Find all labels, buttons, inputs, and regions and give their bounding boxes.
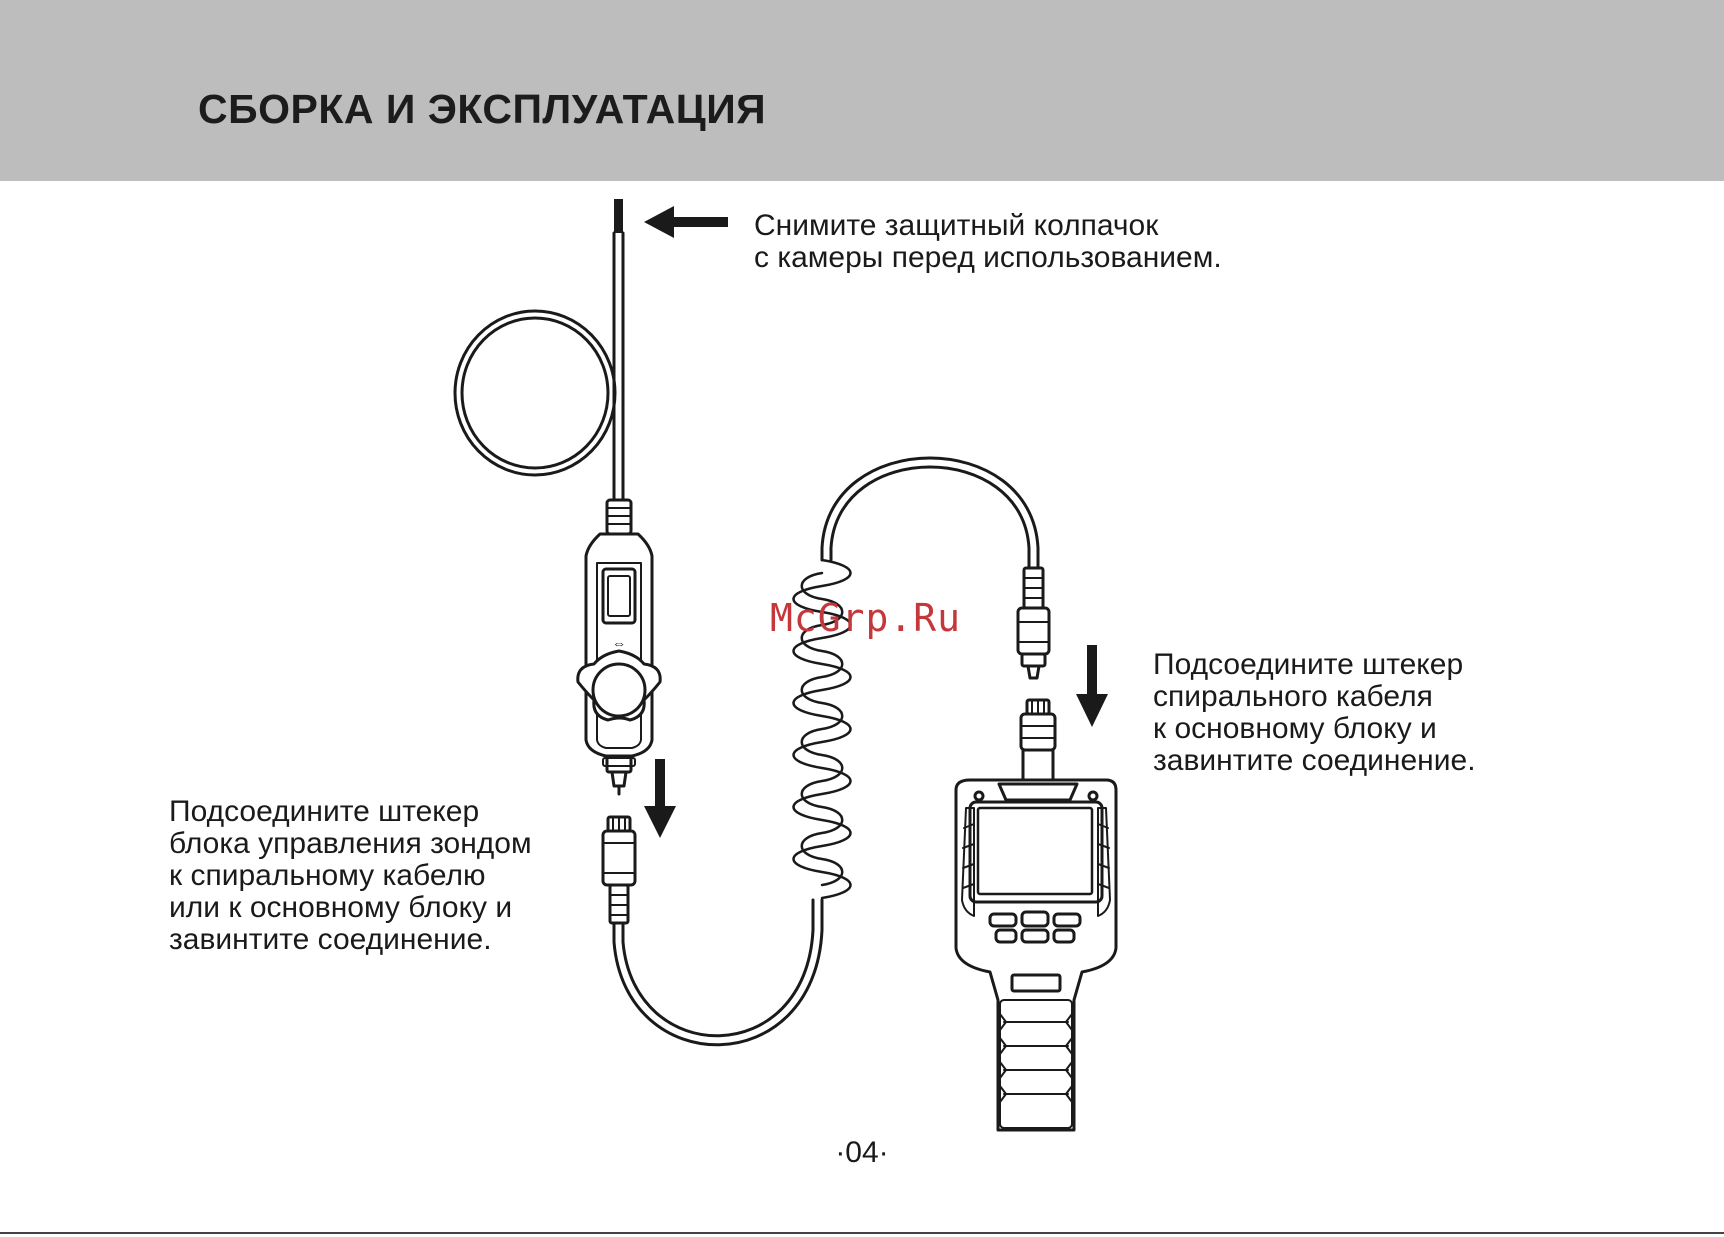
coil-cable-plug-left	[603, 817, 635, 923]
main-unit-connector	[1021, 700, 1055, 780]
coil-cable-plug-right	[1018, 568, 1049, 678]
camera-cap	[614, 199, 623, 233]
instruction-connect-probe: Подсоедините штекер блока управления зон…	[169, 796, 532, 956]
connection-cable	[614, 900, 822, 1045]
arrow-down-icon-2	[1076, 645, 1108, 727]
main-display-unit	[956, 780, 1116, 1130]
instruction-connect-coil: Подсоедините штекер спирального кабеля к…	[1153, 649, 1476, 777]
probe-shaft	[614, 199, 623, 500]
probe-control-handle: ⇔ △	[578, 500, 660, 794]
svg-text:⇔: ⇔	[612, 635, 626, 651]
bottom-divider	[0, 1232, 1724, 1234]
probe-cable-loop	[455, 311, 615, 475]
arrow-down-icon	[644, 759, 676, 838]
arrow-left-icon	[644, 206, 728, 238]
page-number: ·04·	[0, 1136, 1724, 1170]
instruction-remove-cap: Снимите защитный колпачок с камеры перед…	[754, 210, 1222, 274]
watermark: McGrp.Ru	[770, 596, 961, 640]
arc-cable	[822, 458, 1038, 568]
